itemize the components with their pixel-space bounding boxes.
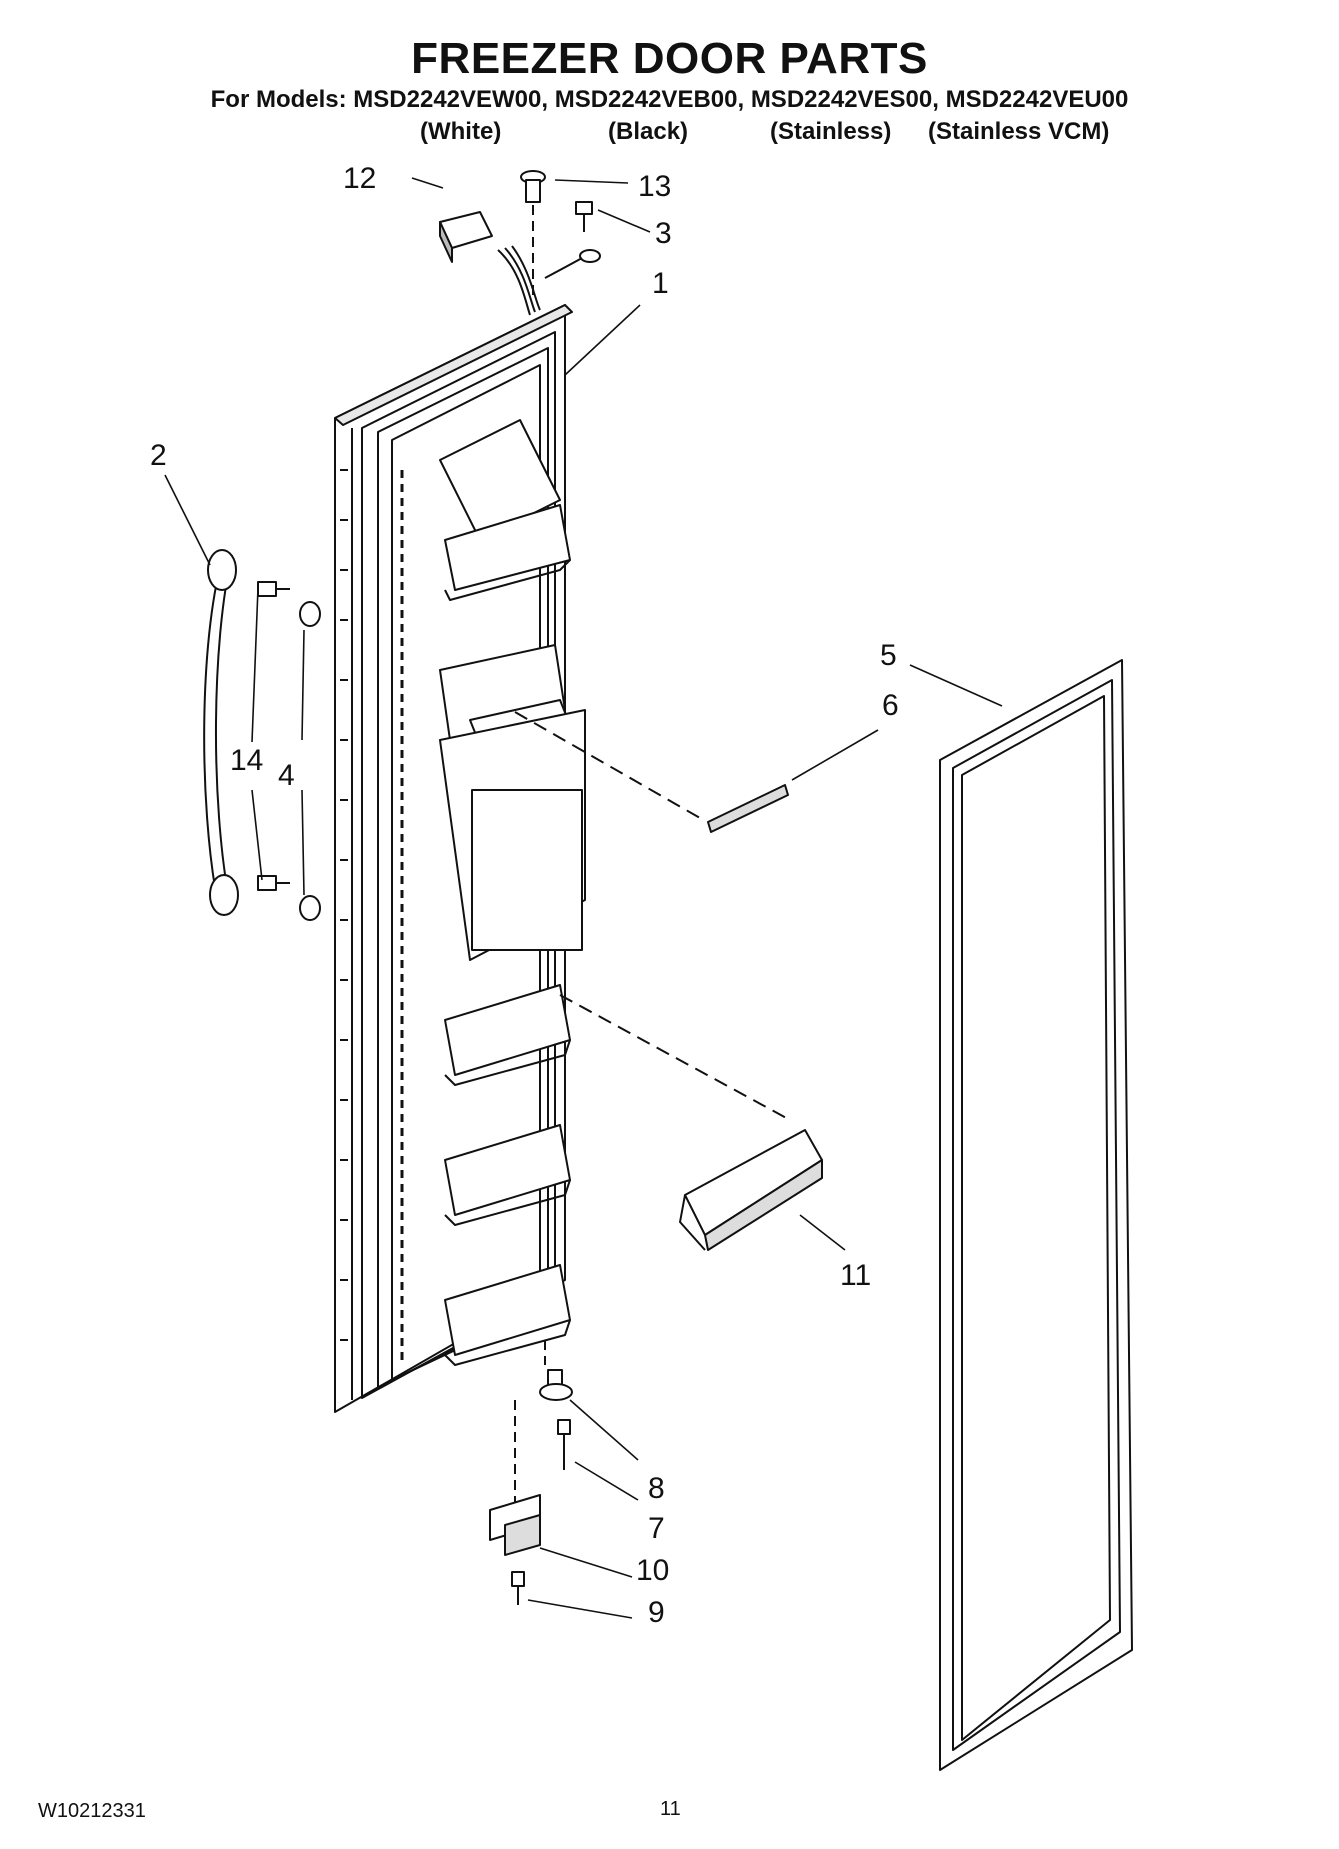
callout-10: 10: [636, 1554, 669, 1587]
callout-1: 1: [652, 267, 669, 300]
hinge-plug: [520, 170, 546, 300]
callout-2: 2: [150, 439, 167, 472]
callout-11: 11: [840, 1259, 871, 1292]
callout-6: 6: [882, 689, 899, 722]
variant-stainless-vcm: (Stainless VCM): [928, 118, 1110, 145]
callout-9: 9: [648, 1596, 665, 1629]
page-title: FREEZER DOOR PARTS: [411, 34, 928, 83]
callout-numbers: 1 2 3 4 5 6 7 8 9 10 11 12 13 14: [150, 162, 899, 1629]
ground-screw: [544, 201, 601, 279]
callout-5: 5: [880, 639, 897, 672]
callout-7: 7: [648, 1512, 665, 1545]
wire-connector: [439, 211, 541, 316]
models-line: For Models: MSD2242VEW00, MSD2242VEB00, …: [210, 86, 1129, 113]
document-number: W10212331: [38, 1800, 146, 1822]
freezer-door: [334, 304, 586, 1413]
page-number: 11: [660, 1798, 681, 1820]
lower-hinge-assembly: [489, 1340, 573, 1605]
callout-3: 3: [655, 217, 672, 250]
door-handle: [203, 549, 239, 916]
callout-4: 4: [278, 759, 295, 792]
callout-14: 14: [230, 744, 263, 777]
door-gasket: [939, 659, 1133, 1771]
variant-black: (Black): [608, 118, 689, 145]
callout-12: 12: [343, 162, 376, 195]
dispenser-strip: [514, 711, 789, 833]
leader-lines: [164, 177, 1003, 1619]
callout-13: 13: [638, 170, 671, 203]
variant-stainless: (Stainless): [770, 118, 892, 145]
door-bin: [559, 994, 823, 1251]
variant-white: (White): [420, 118, 502, 145]
callout-8: 8: [648, 1472, 665, 1505]
handle-fasteners: [257, 581, 321, 921]
